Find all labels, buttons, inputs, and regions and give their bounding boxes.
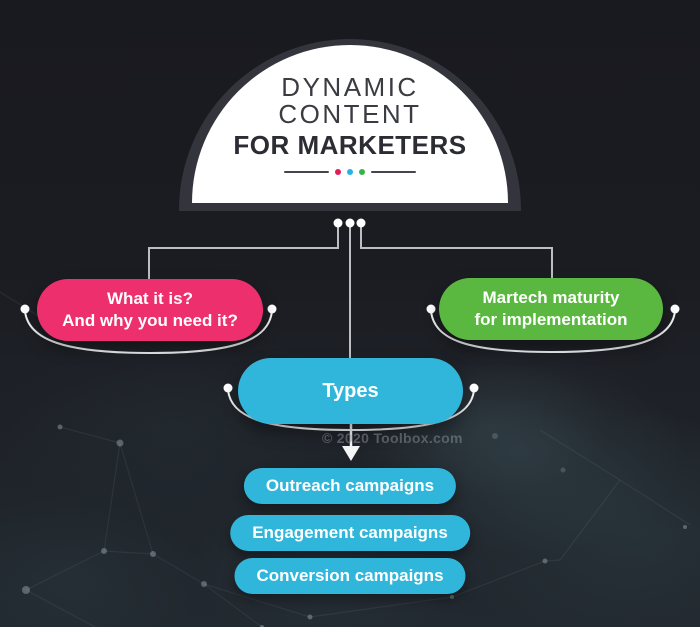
dot-what-left bbox=[20, 304, 30, 314]
title-divider bbox=[284, 169, 416, 175]
node-types: Types bbox=[238, 358, 463, 424]
node-martech-maturity: Martech maturity for implementation bbox=[439, 278, 663, 340]
title-line-1: DYNAMIC bbox=[281, 72, 419, 102]
node-types-label: Types bbox=[322, 379, 379, 402]
dot-martech-left bbox=[426, 304, 436, 314]
dot-types-right bbox=[469, 383, 479, 393]
dot-what-right bbox=[267, 304, 277, 314]
node-martech-line2: for implementation bbox=[474, 310, 628, 329]
node-martech-line1: Martech maturity bbox=[482, 288, 620, 307]
connector-right bbox=[360, 224, 553, 278]
node-what-it-is: What it is? And why you need it? bbox=[37, 279, 263, 341]
title-line-2: CONTENT bbox=[278, 99, 422, 129]
divider-line-right bbox=[371, 171, 416, 173]
node-what-it-is-line2: And why you need it? bbox=[62, 311, 238, 330]
dome-dot-right bbox=[356, 218, 366, 228]
arrow-head bbox=[342, 446, 360, 461]
swoosh-what-it-is bbox=[24, 310, 273, 355]
swoosh-martech bbox=[430, 310, 676, 354]
node-what-it-is-line1: What it is? bbox=[107, 289, 193, 308]
dot-martech-right bbox=[670, 304, 680, 314]
watermark: © 2020 Toolbox.com bbox=[322, 430, 463, 446]
divider-dot-blue bbox=[347, 169, 353, 175]
divider-dot-pink bbox=[335, 169, 341, 175]
dot-types-left bbox=[223, 383, 233, 393]
title-line-3: FOR MARKETERS bbox=[233, 130, 467, 160]
connector-left bbox=[148, 224, 339, 279]
node-engagement-campaigns: Engagement campaigns bbox=[230, 515, 470, 551]
dome-dot-middle bbox=[345, 218, 355, 228]
divider-line-left bbox=[284, 171, 329, 173]
dome-dot-left bbox=[333, 218, 343, 228]
node-outreach-campaigns: Outreach campaigns bbox=[243, 468, 457, 504]
node-conversion-campaigns: Conversion campaigns bbox=[234, 558, 466, 594]
divider-dot-green bbox=[359, 169, 365, 175]
